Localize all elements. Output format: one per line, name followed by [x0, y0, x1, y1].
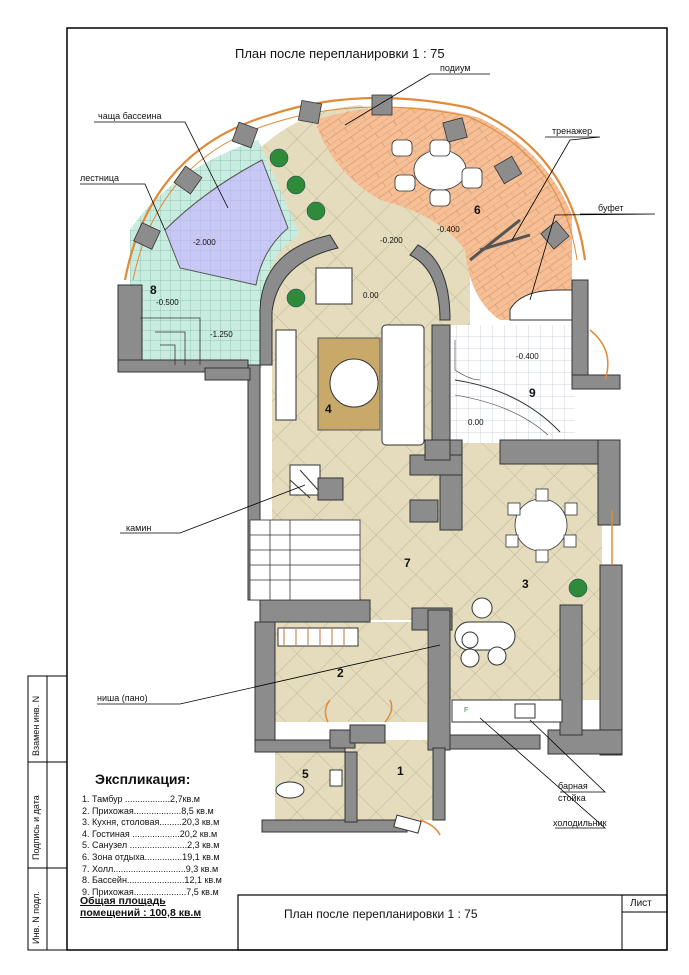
callout-fireplace: камин: [126, 523, 152, 533]
side-label-inventory: Инв. N подл.: [31, 891, 41, 944]
level-lounge: -0.400: [437, 225, 460, 234]
armchair: [315, 267, 353, 305]
facade-pillars: [133, 94, 570, 250]
side-label-signature: Подпись и дата: [31, 795, 41, 860]
callout-pool-bowl: чаща бассеина: [98, 111, 162, 121]
plan-title: План после перепланировки 1 : 75: [235, 46, 445, 61]
staircase-main: [249, 519, 361, 601]
legend-item: 7. Холл.............................9,3 …: [82, 863, 219, 874]
legend-item: 2. Прихожая...................8,5 кв.м: [82, 805, 214, 816]
hall9-stair-curve: [454, 379, 561, 433]
room-number-5: 5: [302, 767, 309, 781]
room-number-2: 2: [337, 666, 344, 680]
stamp-title: План после перепланировки 1 : 75: [284, 907, 478, 921]
dining-set: [505, 488, 578, 563]
entrance-door: [393, 814, 422, 834]
side-label-replace: Взамен инв. N: [31, 695, 41, 756]
level-hall9-bottom: 0.00: [468, 418, 484, 427]
level-hall9-top: -0.400: [516, 352, 539, 361]
level-pool: -2.000: [193, 238, 216, 247]
room-number-7: 7: [404, 556, 411, 570]
legend-item: 9. Прихожая.....................7,5 кв.м: [82, 886, 219, 897]
plants: [269, 148, 588, 598]
hall9-floor: [450, 325, 575, 443]
callout-bar-counter: барная стойка: [558, 781, 588, 803]
bar-stools: [460, 597, 507, 668]
sofa: [381, 324, 425, 446]
fireplace-shape: [289, 464, 344, 501]
legend-item: 1. Тамбур ..................2,7кв.м: [82, 794, 200, 804]
stamp-sheet-label: Лист: [630, 898, 652, 909]
wall-cabinet: [275, 329, 297, 421]
legend-item: 6. Зона отдыха...............19,1 кв.м: [82, 851, 220, 862]
callout-trainer: тренажер: [552, 126, 593, 136]
room-number-3: 3: [522, 577, 529, 591]
level-step-left: -0.200: [380, 236, 403, 245]
lounge-furniture: [391, 139, 531, 262]
washbasin: [275, 781, 305, 799]
niche-shelves: [277, 627, 359, 647]
pool-bowl: [164, 159, 289, 286]
title-block: [237, 894, 668, 951]
vestibule-floor: [345, 740, 433, 820]
buffet-shape: [509, 289, 573, 321]
level-pool-edge: -0.500: [156, 298, 179, 307]
fridge-mark: F: [464, 707, 469, 714]
legend-list: 1. Тамбур ..................2,7кв.м 2. П…: [82, 794, 222, 898]
callout-niche: ниша (пано): [97, 693, 148, 703]
room-number-6: 6: [474, 203, 481, 217]
room-number-1: 1: [397, 764, 404, 778]
level-stair-bottom: -1.250: [210, 330, 233, 339]
legend-item: 8. Бассейн.......................12,1 кв…: [82, 875, 222, 886]
callout-stairs: лестница: [80, 173, 120, 183]
room-number-9: 9: [529, 386, 536, 400]
legend-item: 4. Гостиная ...................20,2 кв.м: [82, 828, 218, 839]
doors: [324, 329, 613, 836]
callout-buffet: буфет: [598, 203, 624, 213]
legend-item: 3. Кухня, столовая.........20,3 кв.м: [82, 817, 220, 828]
room-number-4: 4: [325, 402, 332, 416]
room-number-8: 8: [150, 283, 157, 297]
sink: [514, 703, 536, 719]
legend-item: 5. Санузел .......................2,3 кв…: [82, 840, 220, 851]
callout-podium: подиум: [440, 63, 471, 73]
outer-orange-arc: [123, 96, 587, 281]
total-area: Общая площадь помещений : 100,8 кв.м: [80, 895, 201, 919]
toilet: [329, 769, 343, 787]
level-living: 0.00: [363, 291, 379, 300]
kitchen-counter: [451, 699, 563, 723]
legend-title: Экспликация:: [95, 771, 191, 787]
total-area-line2: помещений : 100,8 кв.м: [80, 907, 202, 919]
pool-stairs: [140, 317, 201, 365]
callout-lines: [80, 73, 656, 829]
total-area-line1: Общая площадь: [80, 895, 166, 907]
walls: [117, 234, 623, 833]
coffee-table: [329, 358, 379, 408]
callout-fridge: холодильник: [553, 818, 607, 828]
